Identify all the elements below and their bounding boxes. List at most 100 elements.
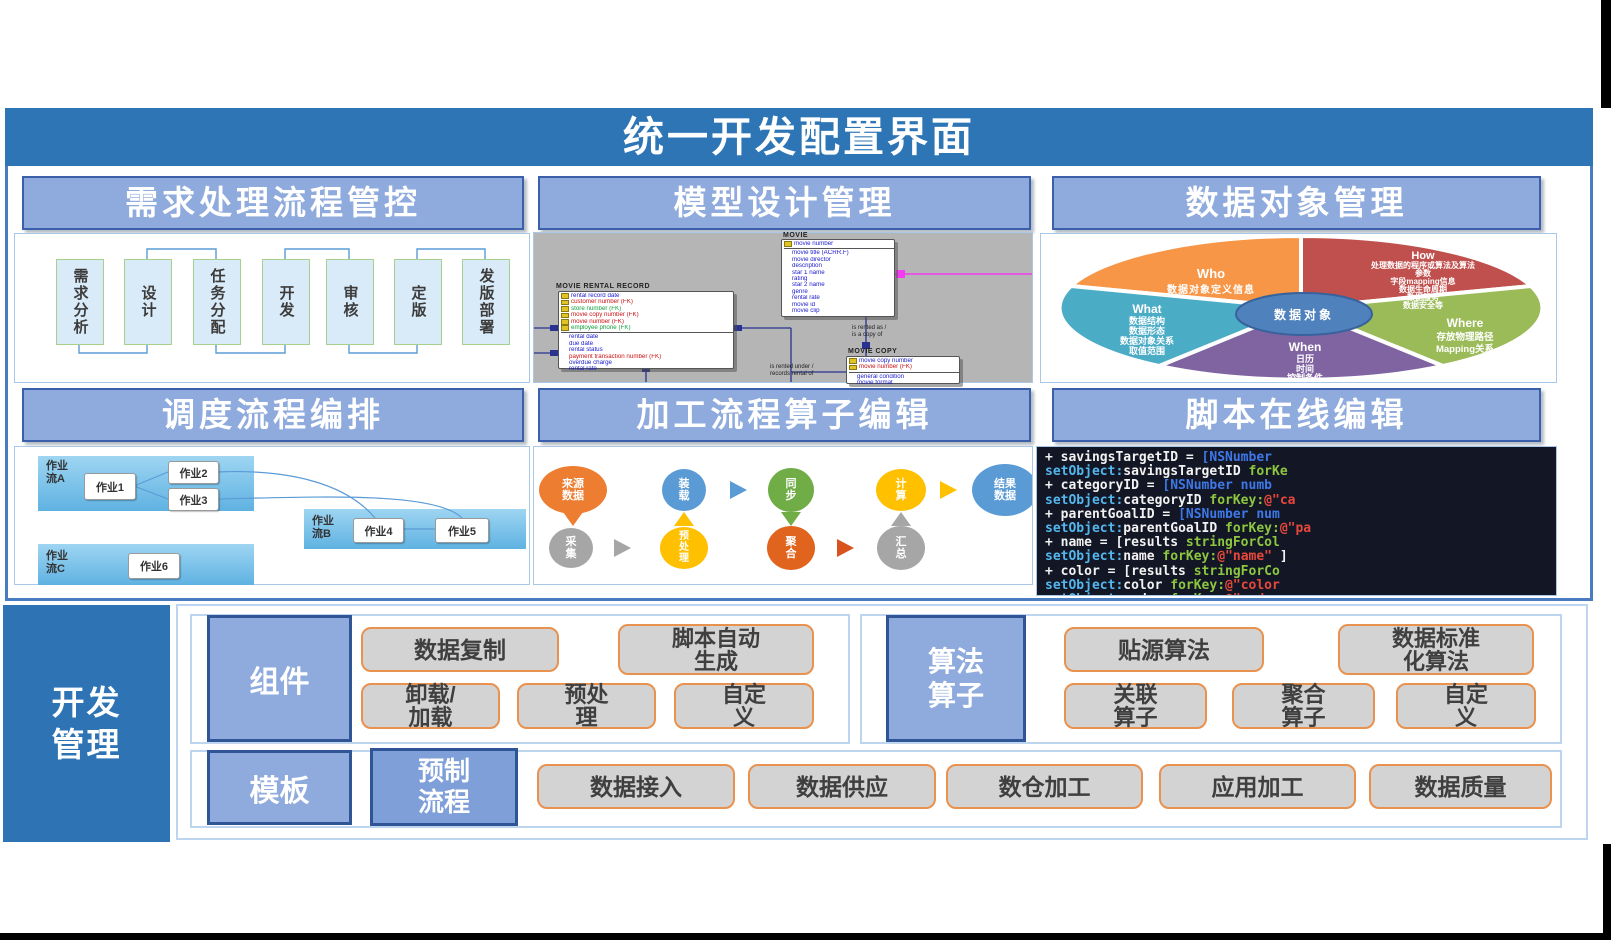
arrow-load-sync (730, 481, 747, 499)
black-border-bottom (0, 933, 1611, 940)
entity-label-movie-copy: MOVIE COPY (848, 348, 898, 355)
svg-text:取值范围: 取值范围 (1129, 345, 1165, 356)
wheel-center (1235, 292, 1373, 336)
node-aggregate (767, 526, 815, 570)
step-task-assign: 任务分配 (193, 259, 241, 345)
step-finalize: 定版 (394, 259, 442, 345)
svg-text:合: 合 (786, 546, 798, 560)
arrow-collect-pre (614, 539, 631, 557)
page-title: 统一开发配置界面 (5, 108, 1593, 166)
component-box: 组件 (207, 615, 352, 742)
page-title-text: 统一开发配置界面 (623, 114, 975, 160)
svg-text:载: 载 (679, 488, 690, 502)
jobflow-b-label: 作业流B (312, 515, 334, 540)
entity-label-movie: MOVIE (783, 232, 809, 239)
step-design: 设计 (124, 259, 172, 345)
svg-text:数据服务: 数据服务 (1407, 292, 1440, 302)
svg-text:同: 同 (786, 477, 797, 490)
code-line: setObject:parentGoalID forKey:@"pa (1045, 521, 1312, 537)
er-connectors (534, 270, 1032, 382)
btn-warehouse-processing: 数仓加工 (946, 764, 1143, 809)
btn-application-processing: 应用加工 (1159, 764, 1356, 809)
code-line: setObject:categoryID forKey:@"ca (1045, 492, 1296, 508)
node-source-data (539, 466, 607, 514)
svg-text:数据形态: 数据形态 (1129, 325, 1165, 336)
svg-text:装: 装 (678, 476, 690, 490)
entity-label-mrr: MOVIE RENTAL RECORD (556, 283, 651, 290)
job-1: 作业1 (84, 473, 136, 500)
black-border-right (1603, 844, 1611, 940)
segment-when (1157, 306, 1445, 382)
svg-text:时间: 时间 (1296, 363, 1314, 374)
svg-text:处: 处 (678, 540, 690, 553)
arrow-agg-sum (837, 539, 854, 557)
code-line: setObject:savingsTargetID forKe (1045, 464, 1288, 480)
btn-join-operator: 关联算子 (1064, 683, 1207, 729)
svg-text:数据安全等: 数据安全等 (1403, 300, 1443, 310)
svg-text:数据对象关系: 数据对象关系 (1120, 335, 1174, 346)
node-calc (876, 469, 926, 511)
code-line: + savingsTargetID = [NSNumber (1045, 450, 1272, 465)
svg-text:数据结构: 数据结构 (1129, 315, 1165, 326)
entity-movie: movie number movie title (ACRR.F) movie … (781, 239, 895, 317)
code-line: setObject:name forKey:@"name" ] (1045, 549, 1288, 565)
btn-data-copy: 数据复制 (361, 627, 559, 672)
requirements-flow-panel: 需求分析 设计 任务分配 开发 审核 定版 发版部署 (14, 233, 530, 383)
btn-preprocess: 预处理 (517, 683, 656, 729)
svg-text:集: 集 (565, 546, 578, 560)
code-line: + categoryID = [NSNumber numb (1045, 478, 1272, 494)
relation-label-2: is rented under /records rental of (770, 364, 814, 377)
entity-movie-copy: movie copy number movie number (FK) gene… (846, 356, 960, 386)
svg-text:Who: Who (1197, 266, 1225, 281)
svg-text:理: 理 (679, 552, 689, 564)
data-object-wheel: Who 数据对象定义信息 How 处理数据的程序或算法及算法 参数 字段mapp… (1057, 234, 1545, 382)
svg-text:处理数据的程序或算法及算法: 处理数据的程序或算法及算法 (1370, 260, 1475, 270)
code-line: + color = [results stringForCo (1045, 563, 1280, 579)
node-preprocess (660, 527, 708, 569)
svg-text:How: How (1411, 250, 1435, 262)
scheduling-panel: 作业流A 作业流B 作业流C 作业1 作业2 作业3 作业4 作业5 作业6 (14, 446, 530, 585)
black-border-top-right (1601, 0, 1611, 108)
svg-text:日历: 日历 (1296, 354, 1314, 364)
data-object-panel: Who 数据对象定义信息 How 处理数据的程序或算法及算法 参数 字段mapp… (1040, 233, 1557, 383)
panel-header-scheduling: 调度流程编排 (22, 388, 524, 442)
btn-source-algorithm: 贴源算法 (1064, 627, 1264, 672)
code-line: + name = [results stringForCol (1045, 535, 1280, 551)
jobflow-c-label: 作业流C (46, 550, 68, 575)
btn-data-quality: 数据质量 (1369, 764, 1552, 809)
arrow-sync-agg (781, 512, 801, 526)
node-collect (549, 528, 593, 568)
panel-header-requirements: 需求处理流程管控 (22, 176, 524, 230)
svg-text:汇: 汇 (896, 535, 907, 548)
step-release-deploy: 发版部署 (462, 259, 510, 345)
step-develop: 开发 (262, 259, 310, 345)
preset-flow-box: 预制流程 (370, 748, 518, 826)
job-3: 作业3 (168, 488, 219, 511)
svg-text:字段mapping信息: 字段mapping信息 (1390, 276, 1455, 286)
arrow-sum-calc (891, 512, 911, 526)
operator-flow-panel: 来源数据 装载 同步 计算 结果数据 采集 预处理 (533, 446, 1033, 585)
panel-header-data-object: 数据对象管理 (1052, 176, 1541, 230)
svg-text:聚: 聚 (785, 535, 798, 548)
svg-text:步: 步 (786, 488, 797, 502)
er-diagram-panel: MOVIE RENTAL RECORD rental record date c… (533, 232, 1033, 386)
svg-text:计: 计 (896, 476, 907, 490)
svg-text:When: When (1289, 340, 1322, 354)
step-requirement-analysis: 需求分析 (56, 259, 104, 345)
svg-text:结果: 结果 (993, 476, 1016, 490)
btn-data-standardize: 数据标准化算法 (1338, 624, 1534, 675)
entity-movie-rental-record: rental record date customer number (FK) … (558, 291, 734, 372)
flow-connectors (78, 248, 486, 354)
step-review: 审核 (326, 259, 374, 345)
wheel-center-label: 数据对象 (1274, 307, 1334, 322)
arrow-calc-result (940, 481, 957, 499)
svg-text:Mapping关系: Mapping关系 (1436, 343, 1495, 355)
svg-text:数据对象定义信息: 数据对象定义信息 (1167, 283, 1255, 296)
svg-text:预: 预 (679, 530, 689, 542)
template-box: 模板 (207, 750, 352, 825)
svg-text:算: 算 (895, 488, 907, 502)
btn-aggregate-operator: 聚合算子 (1232, 683, 1375, 729)
arrow-source-collect (563, 512, 583, 526)
